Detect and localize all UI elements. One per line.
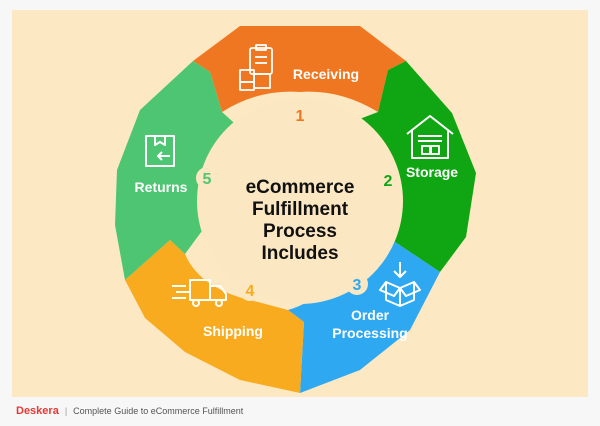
step-label-processing: Processing — [332, 325, 407, 341]
step-number-4: 4 — [246, 283, 255, 300]
step-label-storage: Storage — [406, 164, 458, 180]
step-label-returns: Returns — [135, 179, 188, 195]
footer-caption: Complete Guide to eCommerce Fulfillment — [73, 406, 244, 416]
return-box-icon — [145, 135, 175, 167]
segment-shipping — [125, 240, 304, 393]
step-number-5: 5 — [203, 171, 212, 188]
open-box-icon — [379, 262, 421, 307]
step-label-shipping: Shipping — [203, 323, 263, 339]
clipboard-boxes-icon — [239, 44, 273, 91]
step-number-1: 1 — [296, 108, 305, 125]
center-title-line-3: Process — [263, 221, 337, 242]
step-label-receiving: Receiving — [293, 66, 359, 82]
delivery-truck-icon — [172, 279, 227, 307]
footer: Deskera | Complete Guide to eCommerce Fu… — [16, 405, 243, 417]
segment-order-processing — [288, 227, 440, 393]
step-number-2: 2 — [384, 173, 393, 190]
center-title: eCommerce Fulfillment Process Includes — [246, 177, 355, 264]
step-number-3: 3 — [353, 277, 362, 294]
step-badge-3: 3 — [346, 273, 368, 295]
footer-separator: | — [64, 406, 68, 416]
center-title-line-4: Includes — [261, 243, 338, 264]
segment-returns — [115, 61, 242, 280]
step-badge-1: 1 — [289, 104, 311, 126]
center-title-line-2: Fulfillment — [252, 199, 349, 220]
step-badge-2: 2 — [377, 169, 399, 191]
warehouse-icon — [406, 115, 454, 159]
center-disc — [197, 98, 403, 304]
brand-logo: Deskera — [16, 405, 59, 417]
step-label-order: Order — [351, 307, 390, 323]
step-badge-4: 4 — [239, 279, 261, 301]
step-badge-5: 5 — [196, 167, 218, 189]
center-title-line-1: eCommerce — [246, 177, 355, 198]
